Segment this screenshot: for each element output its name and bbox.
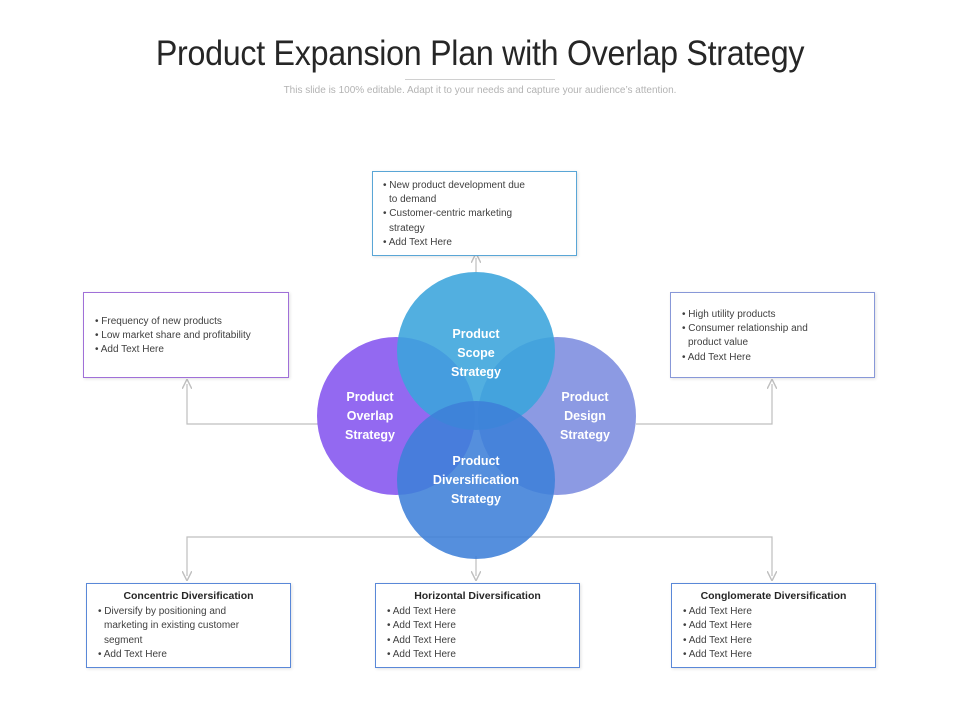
box-heading: Horizontal Diversification	[414, 590, 541, 602]
title-divider	[405, 79, 555, 80]
scope-label-line-1: Product	[452, 327, 500, 341]
list-item: Low market share and profitability	[93, 329, 279, 343]
bottom-center-info-box: Horizontal Diversification Add Text Here…	[375, 583, 580, 668]
design-label-line-2: Design	[564, 409, 606, 423]
circles	[317, 272, 636, 559]
circle-overlap-label: Product Overlap Strategy	[320, 388, 420, 445]
connector-right	[636, 384, 772, 425]
list-item: New product development due to demand	[381, 179, 534, 207]
list-item: Add Text Here	[385, 648, 570, 662]
list-item: Add Text Here	[681, 634, 866, 648]
page-subtitle: This slide is 100% editable. Adapt it to…	[283, 85, 677, 96]
left-info-box: Frequency of new products Low market sha…	[83, 292, 289, 378]
list-item: Add Text Here	[93, 343, 279, 357]
diversification-label-line-2: Diversification	[432, 473, 520, 487]
list-item: Consumer relationship and product value	[680, 322, 828, 350]
page-title: Product Expansion Plan with Overlap Stra…	[155, 34, 805, 73]
connector-bottom-right	[476, 536, 772, 576]
overlap-label-line-3: Strategy	[344, 428, 396, 442]
diversification-label-line-3: Strategy	[450, 492, 502, 506]
overlap-label-line-1: Product	[346, 390, 394, 404]
list-item: Add Text Here	[681, 619, 866, 633]
circle-diversification-label: Product Diversification Strategy	[416, 452, 536, 509]
right-info-box: High utility products Consumer relations…	[670, 292, 875, 378]
bottom-right-info-box: Conglomerate Diversification Add Text He…	[671, 583, 876, 668]
top-info-box: New product development due to demand Cu…	[372, 171, 577, 256]
circle-diversification	[397, 401, 555, 559]
list-item: Add Text Here	[681, 605, 866, 619]
connector-bottom-left	[187, 536, 476, 576]
box-heading: Conglomerate Diversification	[700, 590, 847, 602]
circle-scope	[397, 272, 555, 430]
design-label-line-1: Product	[561, 390, 609, 404]
bottom-left-info-box: Concentric Diversification Diversify by …	[86, 583, 291, 668]
list-item: Add Text Here	[385, 634, 570, 648]
circle-design-label: Product Design Strategy	[535, 388, 635, 445]
list-item: Add Text Here	[385, 619, 570, 633]
list-item: High utility products	[680, 308, 865, 322]
list-item: Frequency of new products	[93, 315, 279, 329]
list-item: Add Text Here	[96, 648, 281, 662]
overlap-label-line-2: Overlap	[346, 409, 394, 423]
box-heading: Concentric Diversification	[123, 590, 254, 602]
scope-label-line-3: Strategy	[450, 365, 502, 379]
list-item: Customer-centric marketing strategy	[381, 207, 534, 235]
connector-left	[187, 384, 318, 425]
list-item: Add Text Here	[681, 648, 866, 662]
connectors	[187, 258, 772, 576]
diversification-label-line-1: Product	[452, 454, 500, 468]
list-item: Add Text Here	[680, 351, 865, 365]
circle-scope-label: Product Scope Strategy	[426, 325, 526, 382]
list-item: Add Text Here	[381, 236, 568, 250]
design-label-line-3: Strategy	[559, 428, 611, 442]
list-item: Add Text Here	[385, 605, 570, 619]
list-item: Diversify by positioning and marketing i…	[96, 605, 262, 648]
scope-label-line-2: Scope	[457, 346, 495, 360]
